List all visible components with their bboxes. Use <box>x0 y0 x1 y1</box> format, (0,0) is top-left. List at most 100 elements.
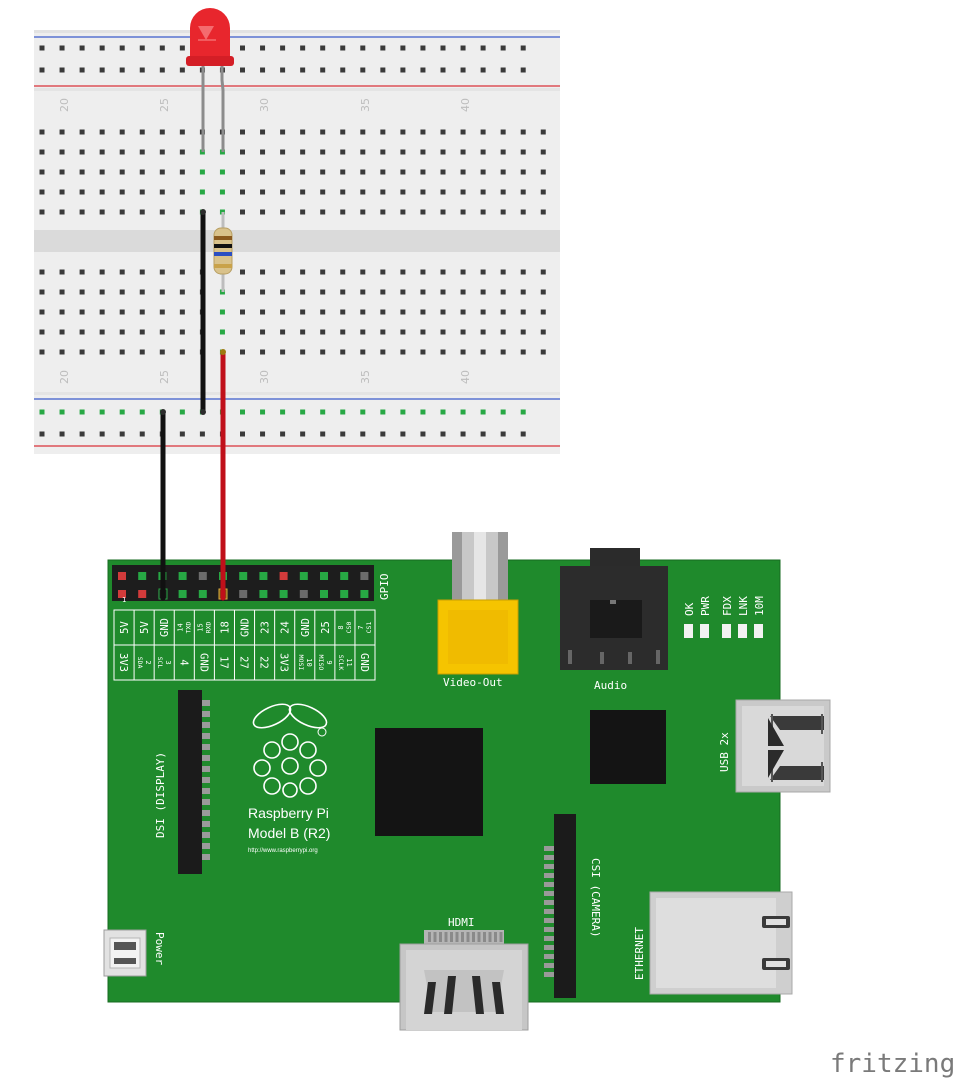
rail-hole <box>39 431 45 437</box>
breadboard-hole <box>179 309 185 315</box>
breadboard-hole <box>260 329 266 335</box>
svg-text:24: 24 <box>280 621 292 634</box>
resistor <box>213 212 233 292</box>
rail-hole <box>440 431 446 437</box>
breadboard-hole <box>500 289 506 295</box>
rail-hole <box>380 431 386 437</box>
gpio-pin-label: 3V3 <box>117 653 129 672</box>
breadboard-hole <box>540 149 546 155</box>
breadboard-hole <box>79 129 85 135</box>
breadboard-hole <box>460 289 466 295</box>
rail-hole <box>400 67 406 73</box>
breadboard-hole <box>260 189 266 195</box>
breadboard-hole <box>240 349 245 355</box>
breadboard-hole <box>440 189 446 195</box>
breadboard-hole <box>320 289 326 295</box>
column-number: 30 <box>258 98 271 112</box>
gpio-pin <box>279 572 288 580</box>
rail-hole <box>260 67 266 73</box>
breadboard-hole <box>320 329 326 335</box>
breadboard-hole <box>460 189 466 195</box>
breadboard-hole <box>400 269 406 275</box>
breadboard-hole <box>300 129 306 135</box>
breadboard-hole <box>340 269 346 275</box>
breadboard-hole <box>280 349 286 355</box>
rail-hole <box>380 409 386 415</box>
rail-hole <box>360 67 366 73</box>
breadboard-hole <box>280 129 286 135</box>
audio-connector: Audio <box>560 548 668 692</box>
breadboard-hole <box>520 209 526 215</box>
breadboard-hole <box>340 309 346 315</box>
breadboard-hole <box>300 189 306 195</box>
breadboard-hole <box>420 209 426 215</box>
breadboard-hole <box>380 289 386 295</box>
status-led <box>700 624 709 638</box>
rail-hole <box>480 409 486 415</box>
gpio-pin-label: GND <box>240 618 252 637</box>
breadboard-hole <box>480 329 486 335</box>
rail-hole <box>119 409 125 415</box>
breadboard-hole <box>119 329 125 335</box>
breadboard-hole <box>139 269 145 275</box>
breadboard-hole <box>420 309 426 315</box>
video-out-label: Video-Out <box>443 676 503 689</box>
breadboard-hole <box>79 149 85 155</box>
csi-body <box>554 814 576 998</box>
rail-hole <box>99 431 105 437</box>
breadboard-hole <box>119 349 125 355</box>
column-number: 20 <box>58 98 71 112</box>
led-label-lnk: LNK <box>737 596 750 616</box>
breadboard-hole <box>59 269 65 275</box>
rail-hole <box>480 67 486 73</box>
gpio-pin-label: 27 <box>238 656 250 669</box>
breadboard-hole <box>340 149 346 155</box>
svg-text:3V3: 3V3 <box>117 653 129 672</box>
breadboard-hole <box>79 269 85 275</box>
breadboard-hole <box>400 189 406 195</box>
column-number: 20 <box>58 370 71 384</box>
breadboard-hole <box>79 329 85 335</box>
breadboard-hole <box>440 329 446 335</box>
breadboard-hole <box>520 169 526 175</box>
breadboard-hole <box>520 309 526 315</box>
breadboard-hole <box>380 269 386 275</box>
gpio-pin <box>178 590 187 598</box>
breadboard-hole <box>59 309 65 315</box>
svg-text:RXD: RXD <box>204 622 212 634</box>
rail-hole <box>119 431 125 437</box>
breadboard-hole <box>199 189 205 195</box>
rail-hole <box>520 431 526 437</box>
rail-hole <box>480 431 486 437</box>
breadboard-hole <box>79 309 85 315</box>
gpio-pin <box>320 590 328 598</box>
breadboard-hole <box>520 189 526 195</box>
breadboard-hole <box>179 169 185 175</box>
breadboard-hole <box>39 289 45 295</box>
breadboard-hole <box>219 189 225 195</box>
breadboard-hole <box>39 269 45 275</box>
breadboard-hole <box>340 129 346 135</box>
breadboard-hole <box>240 209 245 215</box>
svg-text:CS0: CS0 <box>345 622 353 634</box>
breadboard-hole <box>400 209 406 215</box>
rail-hole <box>420 409 426 415</box>
breadboard-hole <box>340 289 346 295</box>
gpio-pin <box>320 572 328 580</box>
breadboard-hole <box>260 269 266 275</box>
ethernet-connector: ETHERNET <box>633 891 793 995</box>
breadboard-hole <box>300 149 306 155</box>
breadboard-hole <box>500 329 506 335</box>
breadboard-hole <box>260 209 266 215</box>
column-number: 25 <box>158 370 171 384</box>
breadboard-hole <box>420 289 426 295</box>
breadboard-hole <box>280 149 286 155</box>
breadboard-hole <box>380 329 386 335</box>
rail-hole <box>420 431 426 437</box>
breadboard-hole <box>500 269 506 275</box>
gpio-pin <box>138 590 147 598</box>
rail-hole <box>59 45 65 51</box>
breadboard-hole <box>480 309 486 315</box>
